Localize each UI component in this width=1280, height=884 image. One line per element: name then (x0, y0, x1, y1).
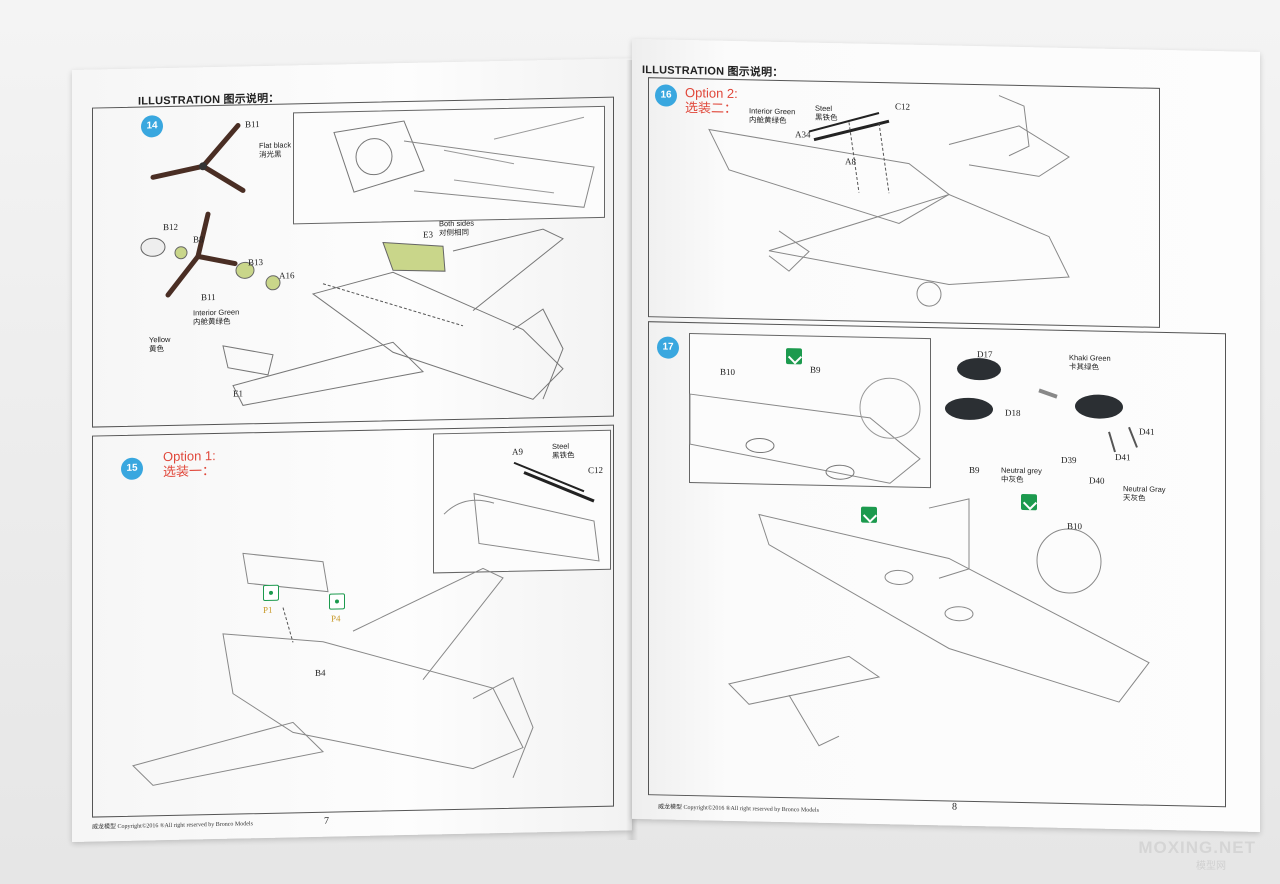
paint-label-interior-green: Interior Green 内舱黄绿色 (749, 106, 796, 126)
watermark-sub: 模型网 (1196, 861, 1226, 872)
gun-detail-drawing (443, 461, 600, 562)
decal-marker (263, 584, 279, 601)
paint-label-khaki-green: Khaki Green 卡其绿色 (1069, 352, 1111, 372)
part-label: E3 (423, 229, 433, 240)
step-17-panel: 17 B10 B9 (648, 321, 1226, 808)
paint-label-flat-black: Flat black 消光黑 (259, 140, 292, 160)
propeller-drawing (150, 123, 246, 193)
step-15-inset: A9 C12 Steel 黑铁色 (433, 429, 611, 574)
part-label: D41 (1115, 451, 1131, 463)
part-label: D41 (1139, 426, 1155, 437)
step-14-drawing (140, 123, 564, 406)
step-17-inset: B10 B9 (689, 333, 931, 489)
part-label: B12 (163, 221, 179, 233)
page-footer: 威龙模型 Copyright©2016 ®All right reserved … (92, 821, 253, 831)
part-label: D40 (1089, 475, 1105, 486)
part-label: A34 (795, 129, 811, 140)
paint-label-yellow: Yellow 黄色 (149, 334, 171, 354)
part-label: A16 (279, 270, 295, 281)
page-number: 8 (952, 801, 957, 813)
part-label: B13 (248, 256, 264, 268)
part-label: B10 (1067, 520, 1083, 532)
decal-marker (1021, 493, 1037, 511)
step-16-panel: 16 Option 2: 选装二： C12 A8 A34 Interior Gr… (648, 77, 1160, 328)
part-label: A8 (845, 156, 856, 167)
watermark: MOXING.NET (1138, 838, 1256, 857)
part-label: P4 (331, 613, 341, 624)
page-number: 7 (324, 815, 329, 827)
paint-label-interior-green: Interior Green 内舱黄绿色 (193, 307, 240, 327)
aircraft-drawing (132, 552, 534, 786)
part-label: P1 (263, 604, 273, 615)
aircraft-drawing (728, 498, 1150, 747)
part-label: D17 (977, 349, 993, 360)
paint-label-both-sides: Both sides 对侧相同 (439, 218, 475, 238)
part-label: C12 (895, 101, 911, 112)
step-14-panel: 14 (92, 96, 614, 428)
part-label: B9 (969, 464, 980, 476)
engine-detail-drawing (333, 116, 595, 208)
step-15-panel: 15 Option 1: 选装一： A9 C12 Steel 黑铁色 (92, 424, 614, 818)
propeller-assembly-drawing (140, 211, 281, 298)
part-label: B11 (245, 119, 260, 130)
part-label: B4 (315, 667, 326, 678)
part-label: B11 (201, 291, 216, 303)
paint-label-neutral-grey: Neutral grey 中灰色 (1001, 465, 1042, 485)
part-label: D39 (1061, 454, 1077, 466)
left-page: ILLUSTRATION 图示说明： 14 (72, 58, 632, 843)
aircraft-drawing (708, 95, 1070, 307)
step-14-inset (293, 105, 605, 225)
paint-label-steel: Steel 黑铁色 (815, 103, 838, 123)
bomb-drawing (728, 358, 1150, 747)
page-footer: 威龙模型 Copyright©2016 ®All right reserved … (658, 804, 819, 814)
part-label: B8 (193, 234, 204, 245)
aircraft-drawing (222, 228, 564, 406)
part-label: D18 (1005, 407, 1021, 418)
paint-label-neutral-gray: Neutral Gray 天灰色 (1123, 484, 1166, 503)
part-label: E1 (233, 388, 243, 399)
step-15-drawing (132, 552, 534, 786)
wing-detail-drawing (689, 377, 921, 484)
step-16-drawing (708, 95, 1070, 307)
decal-marker (861, 506, 877, 523)
decal-marker (329, 593, 345, 610)
right-page: ILLUSTRATION 图示说明： 16 Option 2: 选装二： C12… (632, 38, 1260, 832)
